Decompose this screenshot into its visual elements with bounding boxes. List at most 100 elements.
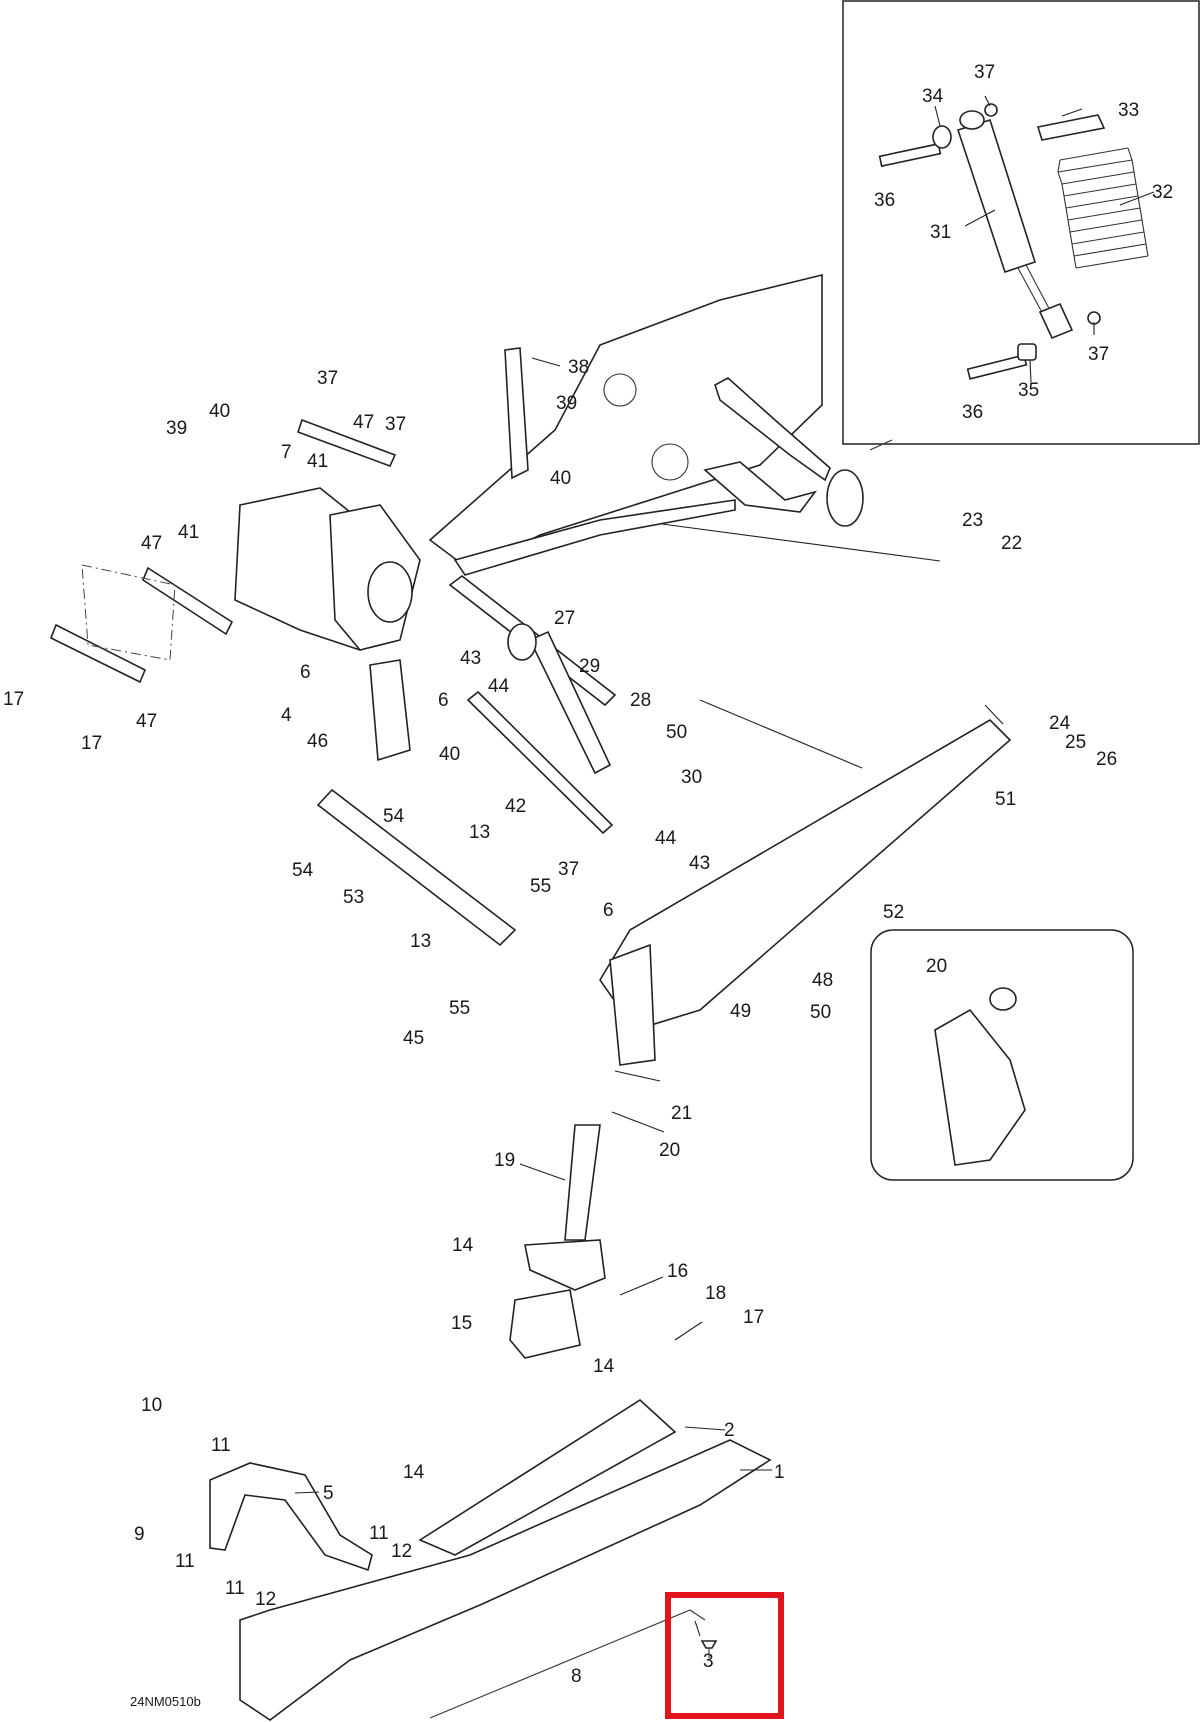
shock-absorber-inset xyxy=(842,0,1200,445)
callout-11: 11 xyxy=(175,1551,195,1572)
shock-absorber xyxy=(956,110,1074,340)
frame-panel xyxy=(428,273,893,576)
callout-14: 14 xyxy=(593,1356,615,1377)
upper-arm xyxy=(316,788,517,947)
callout-11: 11 xyxy=(225,1578,245,1599)
callout-22: 22 xyxy=(1001,533,1022,554)
callout-52: 52 xyxy=(883,902,904,923)
steering-column-housing xyxy=(234,487,421,762)
callout-47: 47 xyxy=(141,533,162,554)
callout-45: 45 xyxy=(403,1028,424,1049)
callout-40: 40 xyxy=(209,401,230,422)
callout-35: 35 xyxy=(1018,380,1039,401)
shock-spring xyxy=(1057,147,1149,269)
callout-39: 39 xyxy=(556,393,577,414)
ski-plate xyxy=(418,1398,677,1556)
callout-13: 13 xyxy=(410,931,431,952)
callout-12: 12 xyxy=(391,1541,412,1562)
callout-36: 36 xyxy=(874,190,895,211)
bracket xyxy=(504,347,529,480)
callout-48: 48 xyxy=(812,970,833,991)
spindle xyxy=(524,1124,606,1291)
callout-50: 50 xyxy=(810,1002,831,1023)
callout-44: 44 xyxy=(488,676,510,697)
highlight-box xyxy=(665,1592,784,1719)
ski xyxy=(239,1439,772,1721)
callout-40: 40 xyxy=(550,468,571,489)
callout-43: 43 xyxy=(689,853,710,874)
callout-17: 17 xyxy=(81,733,102,754)
callout-7: 7 xyxy=(281,442,292,463)
callout-16: 16 xyxy=(667,1261,688,1282)
callout-38: 38 xyxy=(568,357,589,378)
callout-11: 11 xyxy=(369,1523,389,1544)
steering-arm xyxy=(528,630,612,775)
callout-36: 36 xyxy=(962,402,983,423)
callout-47: 47 xyxy=(136,711,157,732)
callout-18: 18 xyxy=(705,1283,726,1304)
callout-9: 9 xyxy=(134,1524,145,1545)
callout-29: 29 xyxy=(579,656,600,677)
callout-25: 25 xyxy=(1065,732,1086,753)
callout-14: 14 xyxy=(403,1462,425,1483)
callout-27: 27 xyxy=(554,608,575,629)
callout-20: 20 xyxy=(926,956,947,977)
callout-15: 15 xyxy=(451,1313,472,1334)
callout-17: 17 xyxy=(3,689,24,710)
callout-37: 37 xyxy=(385,414,406,435)
callout-21: 21 xyxy=(671,1103,692,1124)
callout-8: 8 xyxy=(571,1666,582,1687)
callout-51: 51 xyxy=(995,789,1016,810)
callout-19: 19 xyxy=(494,1150,515,1171)
callout-44: 44 xyxy=(655,828,677,849)
callout-54: 54 xyxy=(383,806,405,827)
callout-5: 5 xyxy=(323,1483,334,1504)
callout-24: 24 xyxy=(1049,713,1071,734)
callout-13: 13 xyxy=(469,822,490,843)
callout-28: 28 xyxy=(630,690,651,711)
leader-lines xyxy=(294,95,1155,1637)
callout-2: 2 xyxy=(724,1420,735,1441)
callout-10: 10 xyxy=(141,1395,162,1416)
callout-labels: 37 34 33 32 36 31 37 35 36 37 38 39 40 3… xyxy=(3,62,1173,1687)
diagram-code: 24NM0510b xyxy=(130,1694,201,1709)
callout-3: 3 xyxy=(703,1651,714,1672)
callout-41: 41 xyxy=(178,522,199,543)
callout-37: 37 xyxy=(1088,344,1109,365)
callout-12: 12 xyxy=(255,1589,276,1610)
callout-46: 46 xyxy=(307,731,328,752)
tie-rod xyxy=(466,690,614,835)
rubber-block xyxy=(509,1289,581,1359)
ski-handle xyxy=(209,1462,373,1572)
callout-43: 43 xyxy=(460,648,481,669)
callout-11: 11 xyxy=(211,1435,231,1456)
callout-31: 31 xyxy=(930,222,951,243)
spindle-housing xyxy=(609,943,656,1066)
callout-37: 37 xyxy=(974,62,995,83)
callout-6: 6 xyxy=(603,900,614,921)
callout-54: 54 xyxy=(292,860,314,881)
callout-33: 33 xyxy=(1118,100,1139,121)
wear-bar xyxy=(429,1609,706,1719)
callout-17: 17 xyxy=(743,1307,764,1328)
callout-6: 6 xyxy=(438,690,449,711)
callout-34: 34 xyxy=(922,86,944,107)
callout-39: 39 xyxy=(166,418,187,439)
callout-37: 37 xyxy=(317,368,338,389)
callout-41: 41 xyxy=(307,451,328,472)
callout-20: 20 xyxy=(659,1140,680,1161)
callout-14: 14 xyxy=(452,1235,474,1256)
callout-30: 30 xyxy=(681,767,702,788)
link-plate xyxy=(142,566,234,636)
link-plate xyxy=(49,623,147,684)
callout-26: 26 xyxy=(1096,749,1117,770)
callout-23: 23 xyxy=(962,510,983,531)
callout-40: 40 xyxy=(439,744,460,765)
callout-32: 32 xyxy=(1152,182,1173,203)
callout-1: 1 xyxy=(774,1462,785,1483)
callout-6: 6 xyxy=(300,662,311,683)
callout-47: 47 xyxy=(353,412,374,433)
screw xyxy=(700,1640,718,1649)
callout-55: 55 xyxy=(530,876,551,897)
